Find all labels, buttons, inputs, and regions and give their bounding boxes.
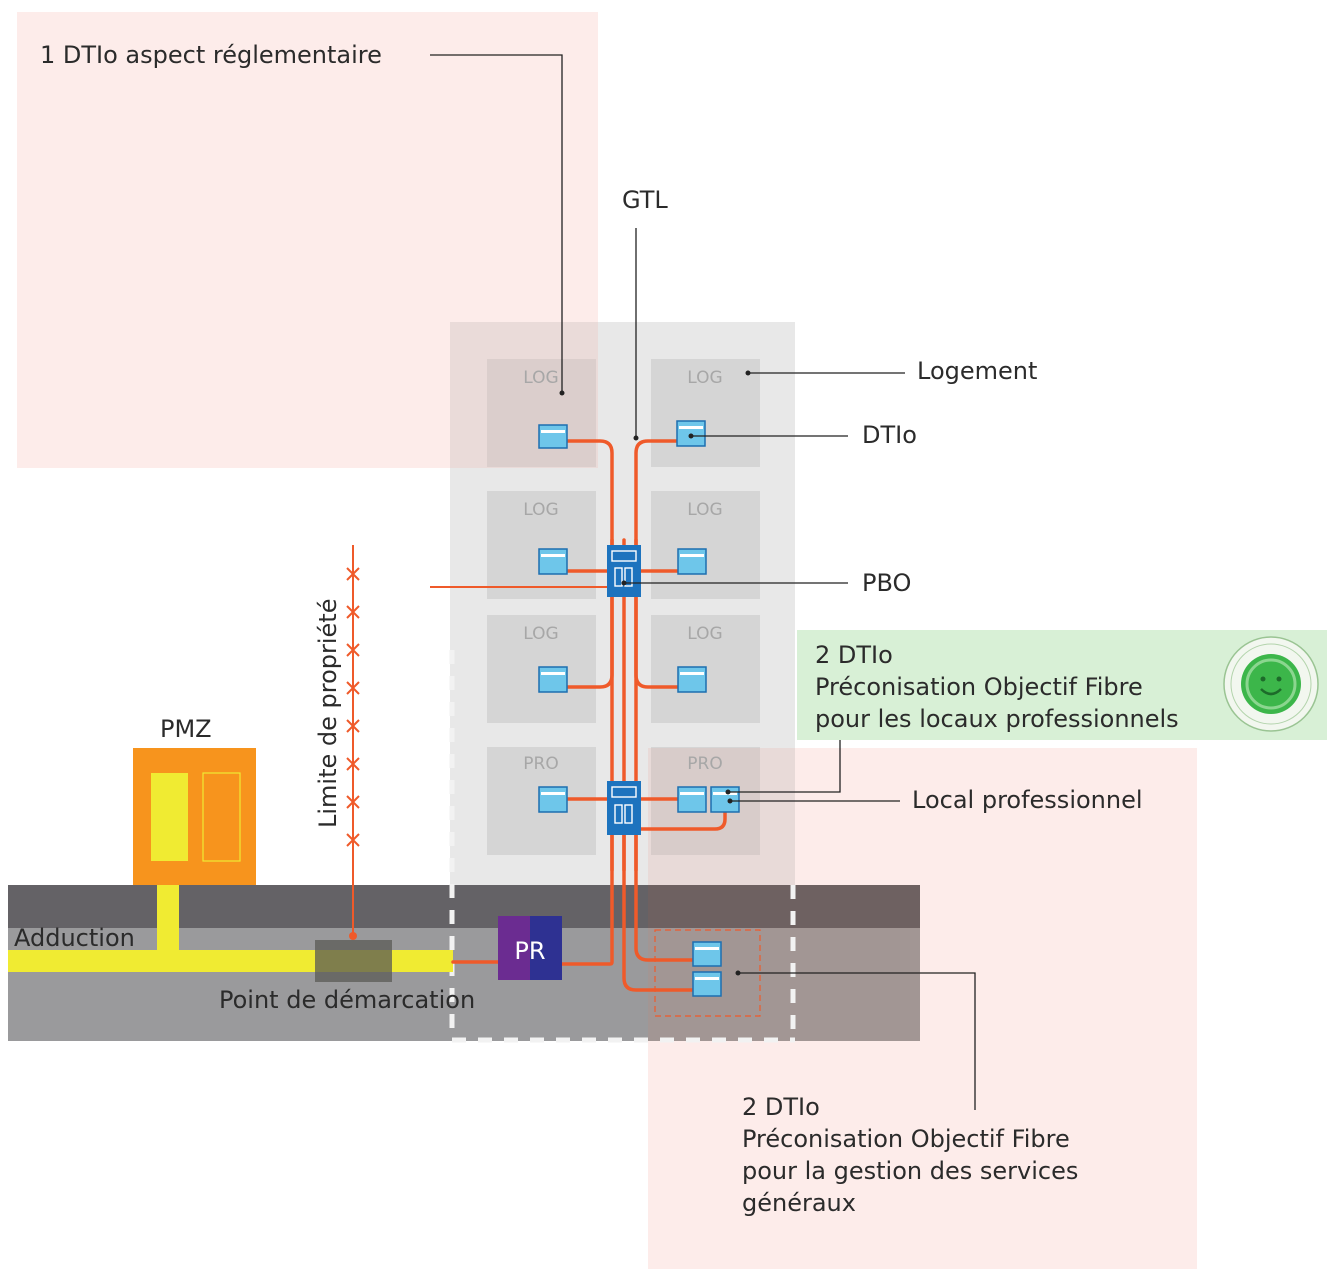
road-light-tint [648,928,920,1041]
demarcation-point [315,940,392,982]
room-label: PRO [523,754,558,774]
dtio-box [538,548,568,575]
room-log-1 [487,359,596,467]
dtio-box [677,666,707,693]
services-dtio-group [654,929,761,1017]
building-boundary-dashed [449,650,796,1043]
dtio-boxes [538,420,740,997]
label-property-limit: Limite de propriété [314,599,342,829]
note-services-line: Préconisation Objectif Fibre [742,1125,1070,1153]
label-pmz: PMZ [160,715,212,743]
label-dtio: DTIo [862,421,917,449]
dtio-box [538,666,568,693]
pmz-cabinet [133,748,256,885]
note-services-line: 2 DTIo [742,1093,820,1121]
label-dtio-regulatory: 1 DTIo aspect réglementaire [40,41,382,69]
rooms [487,359,760,855]
room-label: PRO [687,754,722,774]
room-label: LOG [523,624,558,644]
property-limit-crosses [346,567,360,847]
pbo-box-pro [607,781,641,835]
property-limit [346,545,360,940]
note-pro: 2 DTIo Préconisation Objectif Fibre pour… [815,641,1179,733]
dtio-box [710,786,740,813]
note-services-line: pour la gestion des services [742,1157,1078,1185]
dtio-box [692,971,722,997]
label-logement: Logement [917,357,1037,385]
label-adduction: Adduction [14,924,135,952]
room-label: LOG [687,500,722,520]
pr-box: PR [498,916,562,980]
road-dark-tint [648,885,920,928]
room-log-3 [487,491,596,599]
note-pro-line: 2 DTIo [815,641,893,669]
room-label: LOG [523,368,558,388]
pbo-box [607,545,641,597]
dtio-box [692,941,722,967]
label-local-pro: Local professionnel [912,786,1143,814]
room-label: LOG [687,368,722,388]
note-services: 2 DTIo Préconisation Objectif Fibre pour… [742,1093,1078,1217]
dtio-box [677,786,707,813]
green-smiley-seal-icon [1223,636,1319,732]
label-pbo: PBO [862,569,911,597]
room-log-2 [651,359,760,467]
zone-regulatory-overlay [450,322,598,468]
label-gtl: GTL [622,186,668,214]
dtio-box [538,786,568,813]
note-services-line: généraux [742,1189,856,1217]
label-demarcation: Point de démarcation [219,986,475,1014]
leader-lines [430,54,976,1110]
room-log-4 [651,491,760,599]
pr-label: PR [514,937,545,965]
room-label: LOG [687,624,722,644]
note-pro-line: pour les locaux professionnels [815,705,1179,733]
note-pro-line: Préconisation Objectif Fibre [815,673,1143,701]
room-label: LOG [523,500,558,520]
dtio-box [677,548,707,575]
dtio-box [538,424,568,449]
room-labels: LOG LOG LOG LOG LOG LOG PRO PRO [523,368,722,774]
